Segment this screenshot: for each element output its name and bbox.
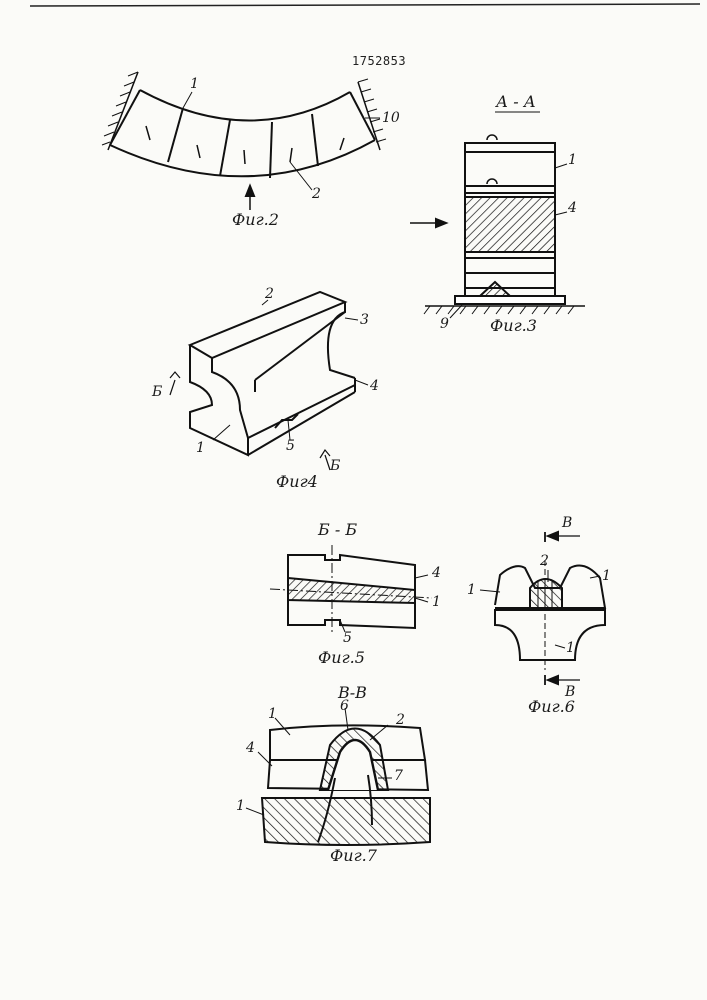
fig3-label-1: 1 [568, 152, 577, 168]
fig6-caption: Фиг.6 [528, 697, 575, 716]
fig4-section-mark-left: Б [152, 384, 162, 400]
fig7-caption: Фиг.7 [330, 846, 377, 865]
figure-2 [102, 72, 386, 210]
fig4-label-3: 3 [360, 312, 369, 328]
fig4-label-4: 4 [370, 378, 379, 394]
fig7-label-6: 6 [340, 698, 349, 714]
fig6-label-1-left: 1 [467, 582, 476, 598]
arch-inner-upper [140, 90, 350, 121]
fig2-label-10: 10 [382, 110, 400, 126]
fig3-caption: Фиг.3 [490, 316, 537, 335]
fig5-caption: Фиг.5 [318, 648, 365, 667]
fig7-label-1-bottom: 1 [236, 798, 245, 814]
fig2-label-2: 2 [312, 186, 321, 202]
fig7-label-1-top: 1 [268, 706, 277, 722]
fig7-label-4: 4 [246, 740, 255, 756]
fig2-label-1: 1 [190, 76, 199, 92]
fig2-caption: Фиг.2 [232, 210, 279, 229]
fig4-section-mark-right: Б [330, 458, 340, 474]
fig7-label-7: 7 [394, 768, 403, 784]
fig3-section-title: А - А [496, 92, 536, 111]
fig5-section-title: Б - Б [318, 520, 357, 539]
figure-5 [270, 545, 432, 635]
arch-outer-lower [110, 140, 375, 176]
figure-3 [410, 112, 585, 318]
patent-number: 1752853 [352, 54, 406, 68]
fig3-label-9: 9 [440, 316, 449, 332]
fig5-label-1: 1 [432, 594, 441, 610]
fig6-label-1-right: 1 [602, 568, 611, 584]
fig3-label-4: 4 [568, 200, 577, 216]
fig4-label-5: 5 [286, 438, 295, 454]
fig5-label-5: 5 [343, 630, 352, 646]
fig6-label-1-bottom: 1 [566, 640, 575, 656]
fig4-label-1: 1 [196, 440, 205, 456]
fig5-label-4: 4 [432, 565, 441, 581]
fig6-section-mark-top: В [562, 515, 572, 531]
fig7-label-2: 2 [396, 712, 405, 728]
fig4-caption: Фиг4 [276, 472, 318, 491]
top-border [30, 4, 700, 6]
fig4-label-2: 2 [265, 286, 274, 302]
fig6-label-2: 2 [540, 553, 549, 569]
